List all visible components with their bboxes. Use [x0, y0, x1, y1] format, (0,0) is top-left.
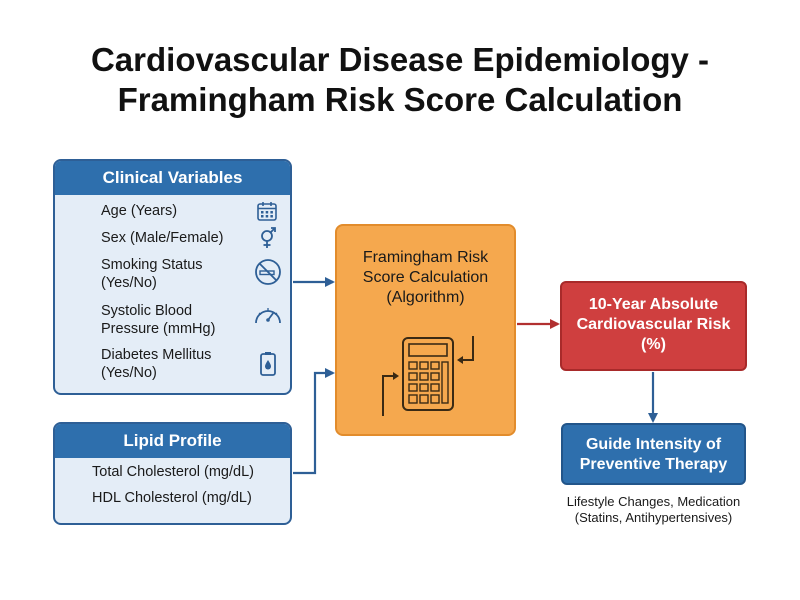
guide-line-2: Preventive Therapy [579, 456, 728, 473]
gender-icon [261, 227, 276, 248]
title-line-1: Cardiovascular Disease Epidemiology - [90, 41, 710, 78]
preventive-therapy-box: Guide Intensity of Preventive Therapy [561, 423, 746, 485]
variable-diabetes-label: Diabetes Mellitus (Yes/No) [101, 347, 212, 381]
variable-blood-pressure-label: Systolic Blood Pressure (mmHg) [101, 303, 216, 337]
glucose-meter-icon [260, 352, 276, 376]
variable-age-label: Age (Years) [101, 203, 178, 219]
therapy-examples-note: Lifestyle Changes, Medication (Statins, … [566, 494, 741, 525]
lipid-to-algorithm-arrow [293, 368, 335, 475]
variable-smoking-label: Smoking Status (Yes/No) [101, 257, 203, 291]
risk-line-2: Cardiovascular Risk [576, 316, 731, 333]
calculator-icon [382, 336, 474, 416]
lipid-profile-header: Lipid Profile [55, 424, 290, 458]
algorithm-title: Framingham Risk Score Calculation (Algor… [362, 249, 489, 306]
lipid-total-cholesterol-label: Total Cholesterol (mg/dL) [92, 464, 254, 480]
no-smoking-icon [255, 259, 281, 285]
variable-sex-label: Sex (Male/Female) [101, 230, 224, 246]
risk-line-1: 10-Year Absolute [588, 296, 719, 313]
gauge-icon [255, 308, 281, 324]
title-line-2: Framingham Risk Score Calculation [117, 81, 683, 118]
risk-result-box: 10-Year Absolute Cardiovascular Risk (%) [560, 281, 747, 371]
risk-line-3: (%) [641, 336, 666, 353]
lipid-hdl-cholesterol-label: HDL Cholesterol (mg/dL) [92, 490, 252, 506]
guide-line-1: Guide Intensity of [585, 436, 722, 453]
algorithm-box: Framingham Risk Score Calculation (Algor… [335, 224, 516, 436]
clinical-variables-panel: Clinical Variables [53, 159, 292, 395]
page-title: Cardiovascular Disease Epidemiology - Fr… [0, 40, 800, 120]
calendar-icon [257, 202, 277, 221]
clinical-variables-header: Clinical Variables [55, 161, 290, 195]
lipid-profile-panel: Lipid Profile [53, 422, 292, 525]
